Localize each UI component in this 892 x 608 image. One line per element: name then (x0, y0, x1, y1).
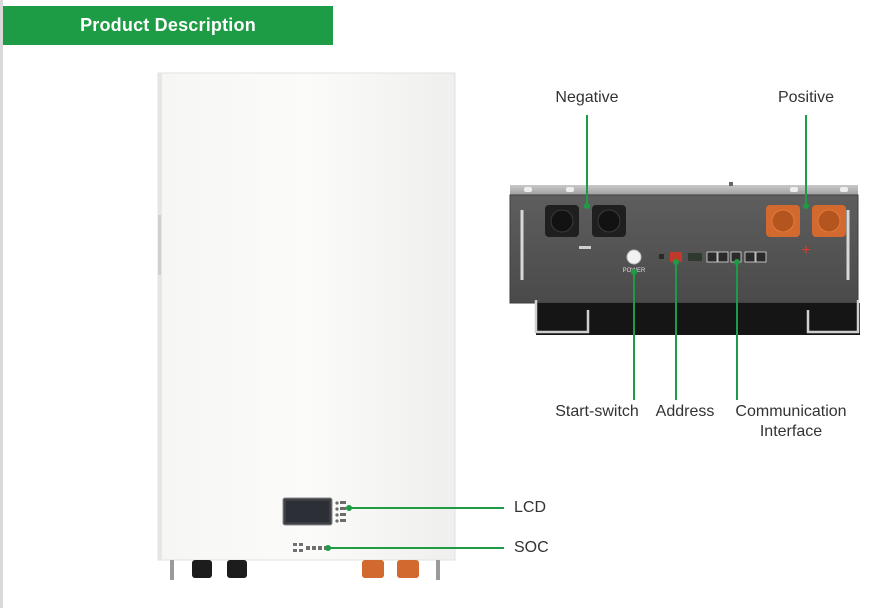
positive-terminal-icon: + (766, 205, 846, 259)
cabinet-negative-terminals (192, 560, 247, 578)
rack-module: + POWER (509, 182, 860, 335)
front-handles (534, 300, 860, 334)
communication-ports (706, 251, 767, 263)
positive-label: Positive (777, 89, 835, 106)
negative-label: Negative (555, 89, 619, 106)
address-label: Address (655, 403, 715, 420)
soc-label: SOC (514, 539, 549, 556)
left-border (0, 0, 3, 608)
lcd-label: LCD (514, 499, 547, 516)
plus-symbol: + (801, 242, 810, 259)
lcd-buttons (335, 501, 346, 523)
side-handles (520, 210, 850, 280)
section-title: Product Description (80, 15, 256, 35)
negative-terminal-icon (545, 205, 626, 249)
power-button (626, 249, 642, 265)
battery-cabinet (157, 72, 456, 580)
callout-lines (328, 115, 807, 549)
start-switch-label: Start-switch (555, 403, 639, 420)
address-dip-switch (670, 252, 682, 262)
cabinet-positive-terminals (362, 560, 419, 578)
communication-interface-label: Communication Interface (735, 403, 847, 440)
section-header: Product Description (3, 6, 333, 45)
callout-dots (325, 203, 809, 551)
